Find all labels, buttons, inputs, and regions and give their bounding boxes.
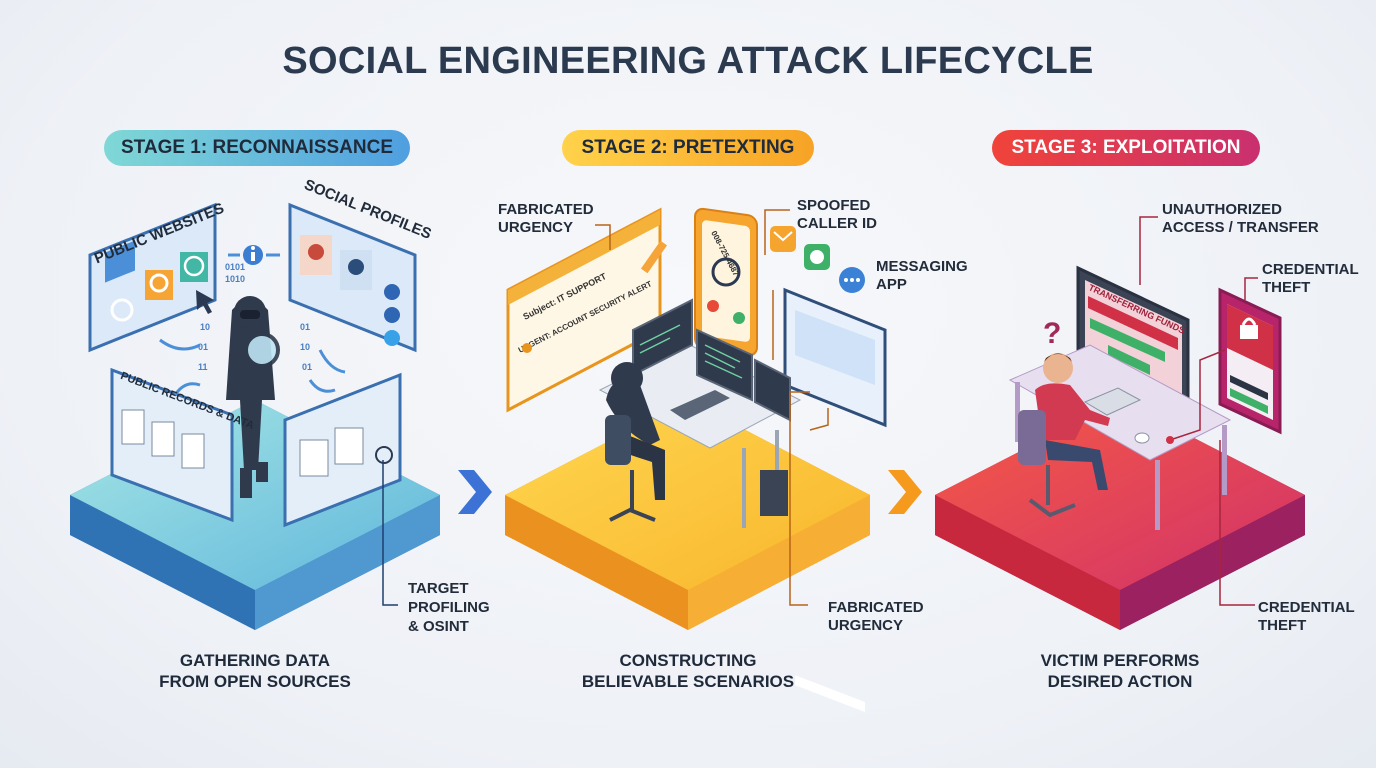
stage-2-to-3-chevron — [888, 470, 922, 514]
page-title: SOCIAL ENGINEERING ATTACK LIFECYCLE — [282, 40, 1094, 82]
stage-2-caption-line2: BELIEVABLE SCENARIOS — [581, 672, 795, 691]
label-credential-bottom: CREDENTIAL — [1258, 599, 1355, 616]
info-icon — [243, 245, 263, 265]
public-records-panel — [110, 367, 234, 523]
stage-1-caption-line2: FROM OPEN SOURCES — [159, 672, 351, 691]
svg-text:01: 01 — [198, 342, 208, 352]
hacker-at-desk — [598, 298, 802, 528]
label-profiling: PROFILING — [408, 599, 490, 616]
label-messaging: MESSAGING — [876, 258, 968, 275]
stage-3-caption-line1: VICTIM PERFORMS — [1040, 651, 1200, 670]
svg-text:10: 10 — [300, 342, 310, 352]
stage-3-pill: STAGE 3: EXPLOITATION — [992, 130, 1260, 166]
stage-1-pill: STAGE 1: RECONNAISSANCE — [104, 130, 410, 166]
chat-app-icon — [839, 267, 865, 293]
question-mark-icon: ? — [1043, 317, 1061, 350]
binary-stream: 0101 1010 10 01 11 01 10 01 — [198, 262, 312, 372]
spoofed-phone — [694, 207, 758, 357]
svg-text:10: 10 — [200, 322, 210, 332]
label-urgency-top: URGENCY — [498, 219, 574, 236]
pencil-icon — [640, 240, 668, 274]
stage-3-caption: VICTIM PERFORMS DESIRED ACTION — [1000, 650, 1240, 692]
documents-panel — [283, 372, 402, 528]
svg-text:01: 01 — [302, 362, 312, 372]
connection-dot — [1166, 436, 1174, 444]
label-credential-top: CREDENTIAL — [1262, 261, 1359, 278]
stage-1-to-2-chevron — [458, 470, 492, 514]
label-theft-top: THEFT — [1262, 279, 1311, 296]
public-websites-panel — [88, 202, 217, 353]
svg-text:11: 11 — [198, 362, 208, 372]
stage-3-caption-line2: DESIRED ACTION — [1047, 672, 1193, 691]
label-target: TARGET — [408, 580, 469, 597]
phone-app-icon — [804, 244, 830, 270]
stage-2-pill: STAGE 2: PRETEXTING — [562, 130, 814, 166]
cycle-arrows — [159, 253, 346, 396]
stage-2-leaders — [595, 209, 829, 606]
label-fabricated-urgency-top: FABRICATED — [498, 201, 594, 218]
label-osint: & OSINT — [408, 618, 469, 635]
label-unauthorized: UNAUTHORIZED — [1162, 201, 1282, 218]
email-app-icon — [770, 226, 796, 252]
stage-3-leaders — [1139, 216, 1258, 606]
svg-text:01: 01 — [300, 322, 310, 332]
social-profiles-panel — [288, 202, 417, 353]
stage-1-caption-line1: GATHERING DATA — [179, 651, 331, 670]
label-fabricated-urgency-bottom: FABRICATED — [828, 599, 924, 616]
stage-2-caption: CONSTRUCTING BELIEVABLE SCENARIOS — [568, 650, 808, 692]
credential-phone — [1218, 287, 1282, 435]
label-caller-id: CALLER ID — [797, 215, 877, 232]
svg-text:0101: 0101 — [225, 262, 245, 272]
label-spoofed: SPOOFED — [797, 197, 871, 214]
label-theft-bottom: THEFT — [1258, 617, 1307, 634]
label-access-transfer: ACCESS / TRANSFER — [1162, 219, 1319, 236]
victim-person — [1018, 353, 1110, 518]
target-profiling-leader — [382, 460, 398, 606]
label-app: APP — [876, 276, 907, 293]
stage-2-caption-line1: CONSTRUCTING — [619, 651, 757, 670]
hacker-figure — [226, 296, 280, 498]
stage-1-caption: GATHERING DATA FROM OPEN SOURCES — [135, 650, 375, 692]
svg-text:1010: 1010 — [225, 274, 245, 284]
label-urgency-bottom: URGENCY — [828, 617, 904, 634]
